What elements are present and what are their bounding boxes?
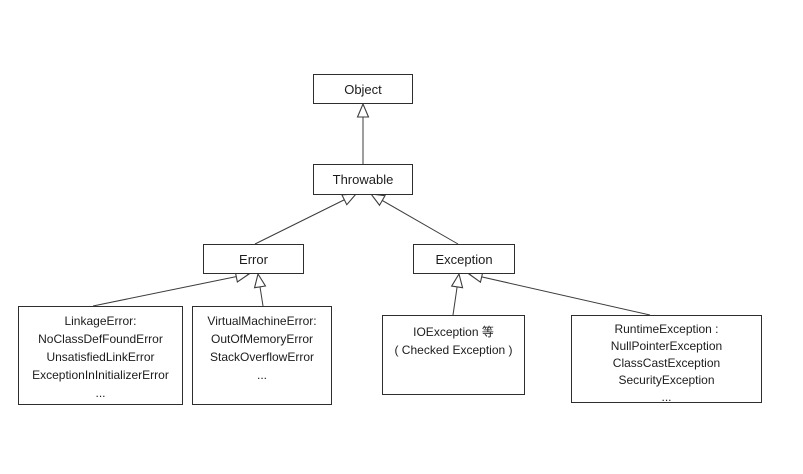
node-io-exception-group: IOException 等 ( Checked Exception ): [382, 315, 525, 395]
edge-runtimeexception-to-exception: [467, 270, 651, 316]
text-line: ...: [661, 390, 672, 404]
node-exception: Exception: [413, 244, 515, 274]
text-line: ...: [256, 368, 267, 382]
text-line: VirtualMachineError:: [207, 314, 317, 328]
text-line: ExceptionInInitializerError: [32, 368, 169, 382]
edge-ioexception-to-exception: [450, 272, 464, 316]
text-line: ( Checked Exception ): [394, 343, 513, 357]
text-line: IOException 等: [413, 325, 494, 339]
text-line: LinkageError:: [64, 314, 137, 328]
edge-error-to-throwable: [254, 193, 358, 245]
node-error: Error: [203, 244, 304, 274]
text-line: NullPointerException: [610, 339, 723, 353]
text-line: OutOfMemoryError: [210, 332, 313, 346]
edge-exception-to-throwable: [369, 193, 459, 245]
text-line: RuntimeException :: [614, 322, 719, 336]
text-line: ClassCastException: [612, 356, 721, 370]
node-object: Object: [313, 74, 413, 104]
edge-virtualmachineerror-to-error: [253, 272, 267, 307]
text-line: SecurityException: [618, 373, 715, 387]
text-line: StackOverflowError: [209, 350, 315, 364]
text-line: UnsatisfiedLinkError: [46, 350, 155, 364]
text-line: ...: [95, 386, 106, 400]
text-line: NoClassDefFoundError: [38, 332, 163, 346]
edge-linkageerror-to-error: [92, 270, 251, 307]
node-throwable: Throwable: [313, 164, 413, 195]
